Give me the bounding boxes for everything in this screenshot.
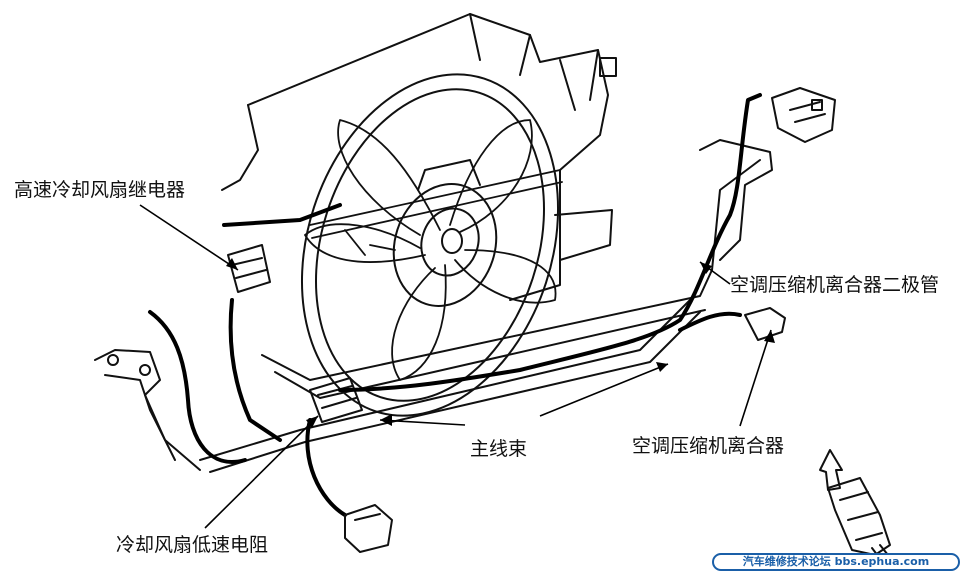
watermark-forum: 汽车维修技术论坛 bbs.ephua.com: [712, 553, 960, 571]
relay-component: [227, 244, 271, 293]
radiator-shroud: [221, 13, 617, 301]
leader-clutch: [739, 329, 772, 427]
bottom-connector: [344, 504, 393, 553]
top-connector: [771, 87, 836, 143]
fan-blades: [304, 119, 557, 381]
detail-arrow: [819, 449, 843, 491]
leader-arrowheads: [226, 258, 775, 428]
leader-main-harness-left: [379, 419, 466, 426]
label-main-harness: 主线束: [470, 438, 528, 460]
label-fan-low-speed-resistor: 冷却风扇低速电阻: [116, 534, 269, 556]
leader-relay: [139, 204, 239, 271]
fan-motor-hub: [392, 159, 498, 307]
clutch-connector: [744, 307, 786, 341]
resistor-component: [309, 377, 363, 423]
detail-connector: [827, 477, 893, 565]
leader-main-harness-right: [539, 363, 669, 417]
shroud-struts: [309, 169, 563, 256]
leader-resistor: [204, 415, 319, 529]
wiring-harness: [148, 93, 762, 517]
lower-frame: [199, 139, 773, 473]
label-ac-compressor-clutch: 空调压缩机离合器: [632, 435, 785, 457]
leader-lines: [139, 204, 772, 529]
label-high-speed-fan-relay: 高速冷却风扇继电器: [14, 179, 186, 201]
fan-shroud-ring: [300, 73, 560, 417]
left-bracket: [94, 349, 201, 471]
label-ac-clutch-diode: 空调压缩机离合器二极管: [730, 274, 940, 296]
